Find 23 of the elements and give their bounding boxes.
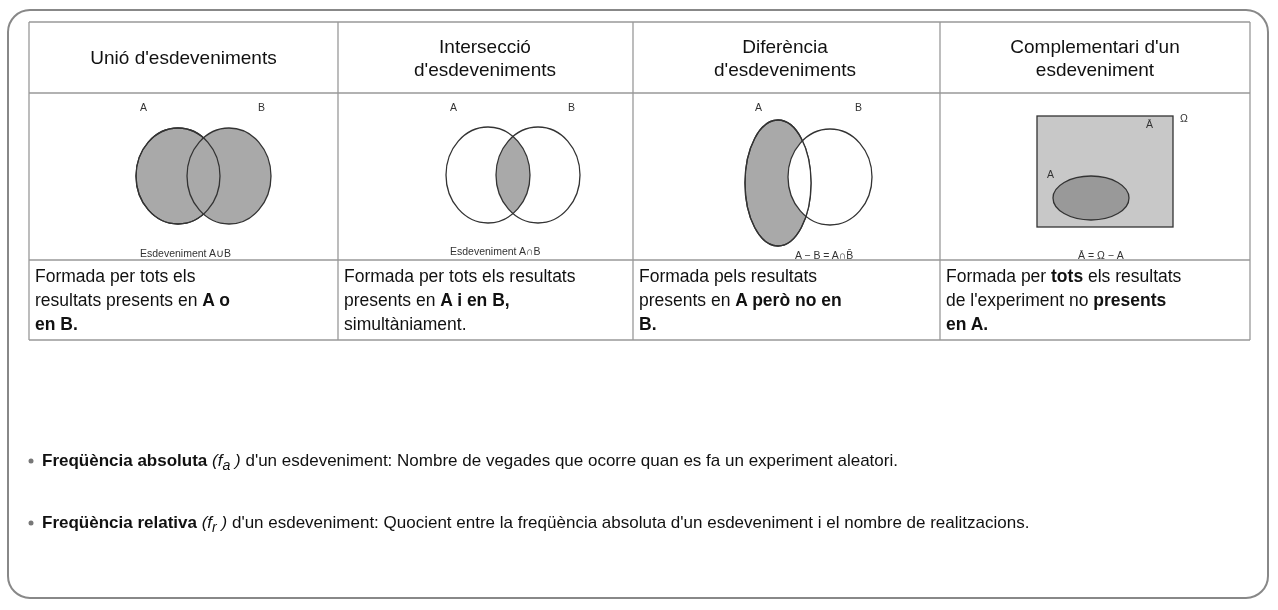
set-label: A [755, 101, 762, 113]
description-cell-text: Formada pels resultats presents en A però no en B. [639, 265, 843, 336]
definition-text: Freqüència relativa (f$_{r}$ ) d'un esdeveniment: Quocient entre la freqüència absoluta d'un esdeveniment i el nombre de realitzacions. [42, 512, 1031, 538]
set-label: Ā [1146, 118, 1153, 130]
set-caption: Ā = Ω − A [1078, 249, 1124, 261]
description-cell-text: Formada per tots els resultats presents en A i en B, simultàniament. [344, 265, 577, 336]
set-caption: Esdeveniment A∪B [140, 247, 231, 259]
description-cell-text: Formada per tots els resultats presents en A o en B. [35, 265, 231, 336]
set-label: A [140, 101, 147, 113]
set-label: B [855, 101, 862, 113]
set-label: Ω [1180, 112, 1188, 124]
header-cell-text: Unió d'esdeveniments [89, 46, 278, 69]
header-cell-text: Intersecció d'esdeveniments [413, 35, 557, 81]
header-cell-text: Diferència d'esdeveniments [713, 35, 857, 81]
set-label: A [1047, 168, 1054, 180]
set-label: A [450, 101, 457, 113]
description-cell-text: Formada per tots els resultats de l'experiment no presents en A. [946, 265, 1183, 336]
set-label: B [568, 101, 575, 113]
set-caption: Esdeveniment A∩B [450, 245, 541, 257]
header-cell-text: Complementari d'un esdeveniment [1009, 35, 1181, 81]
definition-text: Freqüència absoluta (f$_{a}$ ) d'un esdeveniment: Nombre de vegades que ocorre quan es fa un experiment aleatori. [42, 450, 899, 476]
set-label: B [258, 101, 265, 113]
set-caption: A − B = A∩B̄ [795, 249, 854, 261]
